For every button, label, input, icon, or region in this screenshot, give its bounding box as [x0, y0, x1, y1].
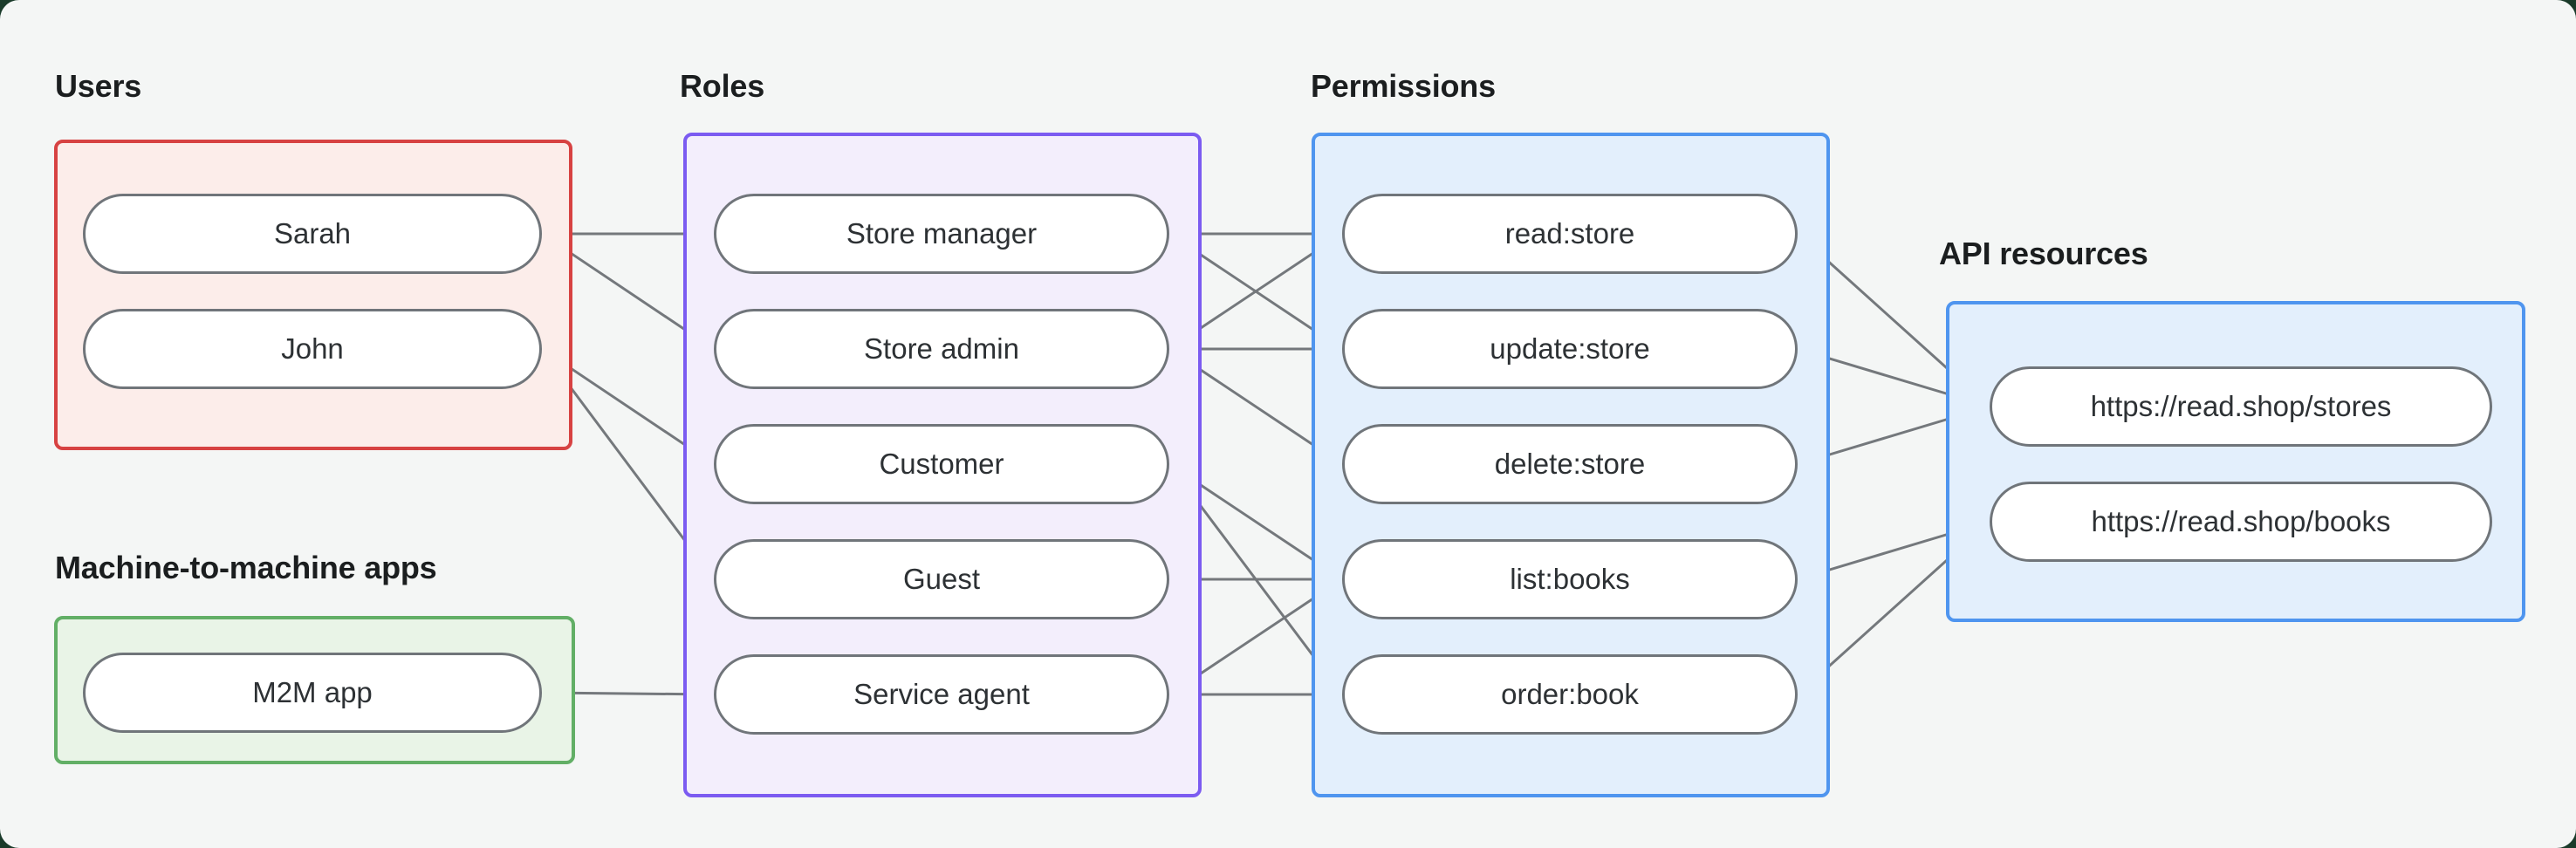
node-api-resource-books: https://read.shop/books: [1990, 482, 2492, 562]
node-role-store-manager: Store manager: [714, 194, 1169, 274]
node-permission-delete-store: delete:store: [1342, 424, 1798, 504]
node-permission-update-store: update:store: [1342, 309, 1798, 389]
node-permission-list-books: list:books: [1342, 539, 1798, 619]
node-role-guest: Guest: [714, 539, 1169, 619]
node-m2m-app: M2M app: [83, 653, 542, 733]
permissions-group-label: Permissions: [1311, 68, 1496, 104]
roles-group-label: Roles: [680, 68, 765, 104]
node-role-service-agent: Service agent: [714, 654, 1169, 735]
users-group-label: Users: [55, 68, 142, 104]
users-group-box: [54, 140, 572, 450]
node-user-sarah: Sarah: [83, 194, 542, 274]
node-user-john: John: [83, 309, 542, 389]
node-permission-order-book: order:book: [1342, 654, 1798, 735]
node-role-customer: Customer: [714, 424, 1169, 504]
api-resources-group-label: API resources: [1939, 236, 2148, 271]
api-resources-group-box: [1946, 301, 2525, 622]
m2m-apps-group-label: Machine-to-machine apps: [55, 550, 437, 585]
node-api-resource-stores: https://read.shop/stores: [1990, 366, 2492, 447]
node-permission-read-store: read:store: [1342, 194, 1798, 274]
node-role-store-admin: Store admin: [714, 309, 1169, 389]
